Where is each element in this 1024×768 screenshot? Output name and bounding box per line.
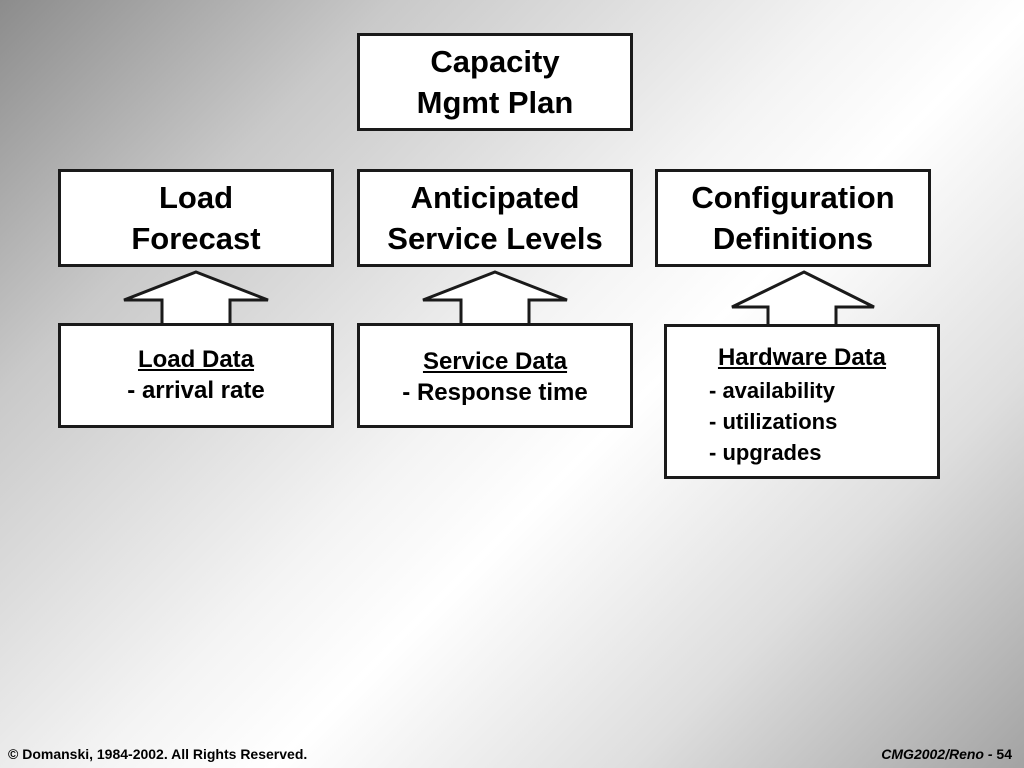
configuration-definitions-line2: Definitions (712, 221, 874, 256)
load-forecast-box: Load Forecast (58, 169, 334, 267)
event-label: CMG2002/Reno - (881, 746, 997, 762)
configuration-definitions-box: Configuration Definitions (655, 169, 931, 267)
page-number: 54 (996, 746, 1012, 762)
load-data-box: Load Data - arrival rate (58, 323, 334, 428)
hardware-data-box: Hardware Data - availability - utilizati… (664, 324, 940, 479)
load-data-item: - arrival rate (127, 377, 265, 404)
hardware-data-title: Hardware Data (717, 344, 887, 371)
capacity-mgmt-plan-line1: Capacity (430, 44, 560, 79)
load-up-arrow (123, 270, 269, 327)
capacity-mgmt-plan-line2: Mgmt Plan (416, 85, 574, 120)
service-data-box: Service Data - Response time (357, 323, 633, 428)
load-forecast-line2: Forecast (131, 221, 261, 256)
anticipated-service-levels-box: Anticipated Service Levels (357, 169, 633, 267)
service-up-arrow (422, 270, 568, 327)
load-data-title: Load Data (137, 346, 254, 373)
hardware-up-arrow (731, 270, 875, 329)
anticipated-service-levels-line1: Anticipated (410, 180, 580, 215)
hardware-data-item: - utilizations (709, 409, 838, 434)
service-data-title: Service Data (422, 348, 568, 375)
hardware-data-item: - upgrades (709, 440, 822, 465)
slide-footer: CMG2002/Reno - 54 (881, 746, 1012, 762)
capacity-mgmt-plan-box: Capacity Mgmt Plan (357, 33, 633, 131)
service-data-item: - Response time (402, 379, 588, 406)
configuration-definitions-line1: Configuration (691, 180, 895, 215)
load-forecast-line1: Load (158, 180, 234, 215)
hardware-data-item: - availability (709, 378, 835, 403)
anticipated-service-levels-line2: Service Levels (387, 221, 603, 256)
copyright-notice: © Domanski, 1984-2002. All Rights Reserv… (8, 746, 308, 762)
